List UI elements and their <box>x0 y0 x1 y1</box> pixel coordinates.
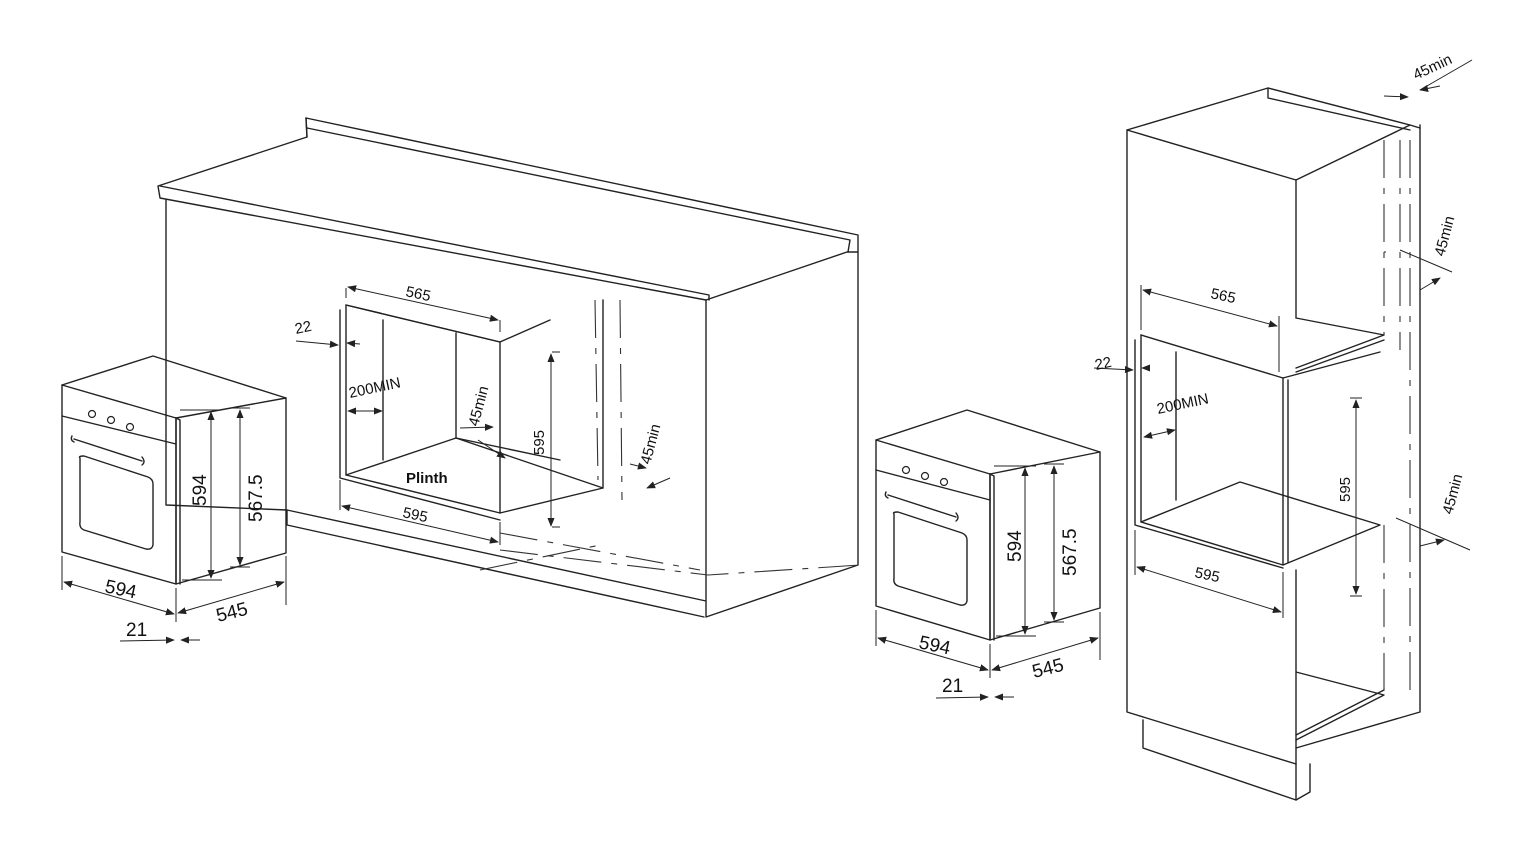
oven-niche <box>1140 334 1284 566</box>
cabinet-body <box>165 199 859 618</box>
oven-window-icon <box>892 511 968 606</box>
oven-width-label: 594 <box>917 632 953 659</box>
oven-height-label: 594 <box>1005 530 1026 562</box>
oven-width-label: 594 <box>103 576 139 603</box>
niche-width-label: 565 <box>404 283 432 305</box>
knob-icon <box>125 422 135 432</box>
worktop <box>157 117 859 301</box>
upper-vent-label: 45min <box>1431 214 1458 258</box>
rear-clearance-label: 200MIN <box>347 374 402 402</box>
oven-depth-label: 545 <box>1030 655 1066 683</box>
plinth-label: Plinth <box>406 470 448 487</box>
niche-depth-label: 595 <box>401 504 429 526</box>
oven-body-height-label: 567.5 <box>246 474 267 522</box>
under-counter-cabinet <box>157 117 861 618</box>
knob-icon <box>920 471 930 481</box>
niche-dimensions: 565 22 200MIN 45min 595 45min Plinth 595 <box>293 283 671 545</box>
door-handle-icon <box>70 435 145 466</box>
side-gap-label: 22 <box>1093 354 1113 374</box>
niche-height-label: 595 <box>1337 477 1354 502</box>
niche-depth-label: 595 <box>1193 564 1221 586</box>
oven-window-icon <box>78 455 154 550</box>
door-thickness-label: 21 <box>126 620 147 641</box>
top-gap-label: 45min <box>1411 51 1455 84</box>
door-handle-icon <box>884 491 959 522</box>
knob-icon <box>939 477 949 487</box>
knob-icon <box>106 415 116 425</box>
knob-icon <box>87 409 97 419</box>
knob-icon <box>901 465 911 475</box>
door-thickness-label: 21 <box>942 676 963 697</box>
niche-width-label: 565 <box>1209 285 1237 307</box>
lower-vent-label: 45min <box>1439 472 1466 516</box>
niche-height-label: 595 <box>531 430 548 455</box>
rear-clearance-label: 200MIN <box>1155 390 1210 418</box>
left-oven <box>61 355 287 585</box>
plinth-vent-label: 45min <box>637 422 664 466</box>
top-vent-label: 45min <box>465 384 492 428</box>
oven-body-height-label: 567.5 <box>1060 528 1081 576</box>
tall-cabinet <box>1126 87 1421 801</box>
side-gap-label: 22 <box>293 318 313 338</box>
right-oven <box>875 409 1101 641</box>
oven-depth-label: 545 <box>214 599 250 627</box>
oven-height-label: 594 <box>190 474 211 506</box>
